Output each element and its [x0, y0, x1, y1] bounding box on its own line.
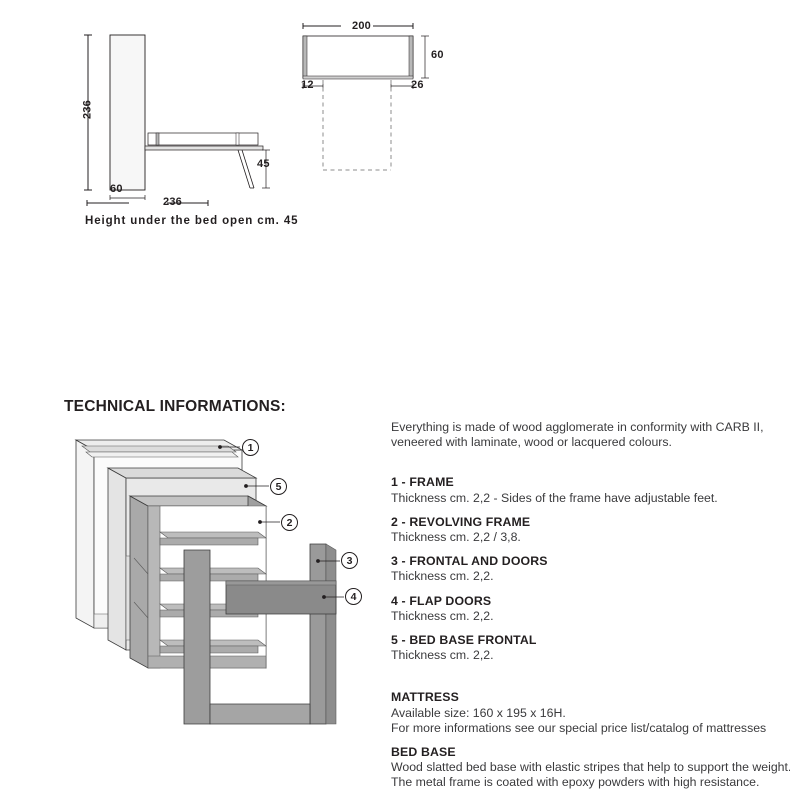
spec-item-bed-base: BED BASE Wood slatted bed base with elas…: [391, 745, 790, 791]
intro-line: veneered with laminate, wood or lacquere…: [391, 435, 672, 450]
front-elevation-drawing: [295, 18, 445, 188]
callout-2[interactable]: 2: [281, 514, 298, 531]
spec-item-heading: 3 - FRONTAL AND DOORS: [391, 554, 548, 569]
spec-item-heading: MATTRESS: [391, 690, 459, 705]
spec-item-heading: 1 - FRAME: [391, 475, 454, 490]
dim-label-front-width: 200: [352, 20, 371, 32]
dim-label-left-offset: 12: [301, 79, 314, 91]
section-spacer: [391, 672, 783, 690]
spec-item-line: Thickness cm. 2,2.: [391, 608, 494, 623]
part-bed-frame-legs: [183, 549, 311, 725]
spec-item-line: Thickness cm. 2,2.: [391, 648, 494, 663]
part-flap-door-4: [225, 580, 337, 615]
part-frontal-doors-3: [309, 543, 337, 725]
dim-label-bed-length: 236: [163, 196, 182, 208]
spec-item-line: Wood slatted bed base with elastic strip…: [391, 760, 790, 775]
dim-label-front-height: 60: [431, 49, 444, 61]
spec-item-frontal-and-doors: 3 - FRONTAL AND DOORS Thickness cm. 2,2.: [391, 554, 783, 584]
spec-item-heading: BED BASE: [391, 745, 456, 760]
spec-item-flap-doors: 4 - FLAP DOORS Thickness cm. 2,2.: [391, 594, 783, 624]
spec-item-line: The metal frame is coated with epoxy pow…: [391, 775, 760, 790]
intro-paragraph: Everything is made of wood agglomerate i…: [391, 420, 783, 450]
callout-5[interactable]: 5: [270, 478, 287, 495]
specifications-column: Everything is made of wood agglomerate i…: [391, 420, 790, 800]
spec-item-bed-base-frontal: 5 - BED BASE FRONTAL Thickness cm. 2,2.: [391, 633, 783, 663]
callout-1[interactable]: 1: [242, 439, 259, 456]
spec-item-frame: 1 - FRAME Thickness cm. 2,2 - Sides of t…: [391, 475, 783, 505]
spec-item-revolving-frame: 2 - REVOLVING FRAME Thickness cm. 2,2 / …: [391, 515, 783, 545]
callout-3[interactable]: 3: [341, 552, 358, 569]
dim-line-bed-length: [85, 198, 210, 208]
intro-line: Everything is made of wood agglomerate i…: [391, 420, 764, 434]
spec-item-line: Thickness cm. 2,2 / 3,8.: [391, 530, 521, 545]
spec-item-mattress: MATTRESS Available size: 160 x 195 x 16H…: [391, 690, 783, 736]
page-title: TECHNICAL INFORMATIONS:: [64, 398, 286, 415]
spec-item-heading: 4 - FLAP DOORS: [391, 593, 492, 608]
dim-label-cabinet-depth: 60: [110, 183, 123, 195]
spec-item-heading: 5 - BED BASE FRONTAL: [391, 633, 537, 648]
spec-item-line: Thickness cm. 2,2.: [391, 569, 494, 584]
exploded-assembly-diagram: .ln { stroke:#3c3c3c; stroke-width:0.8; …: [60, 428, 380, 746]
spec-item-line: For more informations see our special pr…: [391, 720, 767, 735]
side-elevation-drawing: [70, 20, 270, 200]
dim-label-side-height: 236: [81, 100, 94, 119]
dim-label-clearance-45: 45: [257, 158, 270, 170]
spec-item-line: Available size: 160 x 195 x 16H.: [391, 705, 566, 720]
callout-4[interactable]: 4: [345, 588, 362, 605]
dim-label-right-offset: 26: [411, 79, 424, 91]
spec-item-heading: 2 - REVOLVING FRAME: [391, 514, 531, 529]
side-view-caption: Height under the bed open cm. 45: [85, 215, 299, 227]
spec-item-line: Thickness cm. 2,2 - Sides of the frame h…: [391, 490, 718, 505]
